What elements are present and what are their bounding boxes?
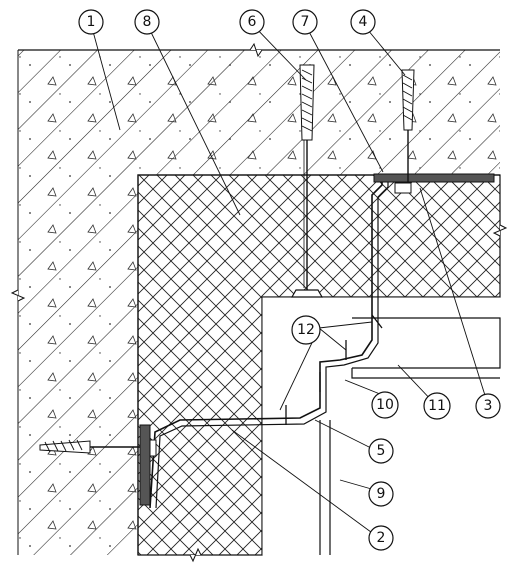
callout-9-label: 9 — [377, 486, 386, 502]
callout-1-label: 1 — [87, 14, 96, 30]
callout-8: 8 — [134, 9, 160, 35]
callout-12-label: 12 — [297, 322, 315, 338]
callout-3: 3 — [475, 393, 501, 419]
anchor-dowel-4 — [401, 69, 415, 182]
callout-4-label: 4 — [359, 14, 368, 30]
leader-lines — [90, 23, 489, 536]
callout-9: 9 — [368, 481, 394, 507]
callout-3-label: 3 — [484, 398, 493, 414]
anchor-dowel-bottom — [39, 439, 157, 457]
corner-profile — [139, 173, 495, 509]
finish-plaster — [319, 420, 331, 555]
callout-7-label: 7 — [301, 14, 310, 30]
callout-10-label: 10 — [376, 397, 394, 413]
callout-2-label: 2 — [377, 530, 386, 546]
callout-2: 2 — [368, 525, 394, 551]
callout-11: 11 — [423, 392, 451, 420]
callout-4: 4 — [350, 9, 376, 35]
callout-6: 6 — [239, 9, 265, 35]
callout-8-label: 8 — [143, 14, 152, 30]
callout-10: 10 — [371, 391, 399, 419]
callout-6-label: 6 — [248, 14, 257, 30]
callout-1: 1 — [78, 9, 104, 35]
callout-5-label: 5 — [377, 443, 386, 459]
anchor-dowel-6 — [290, 64, 324, 298]
window-frame-profile — [351, 317, 501, 379]
callout-5: 5 — [368, 438, 394, 464]
callout-12: 12 — [291, 315, 321, 345]
callout-11-label: 11 — [428, 398, 446, 414]
callout-7: 7 — [292, 9, 318, 35]
